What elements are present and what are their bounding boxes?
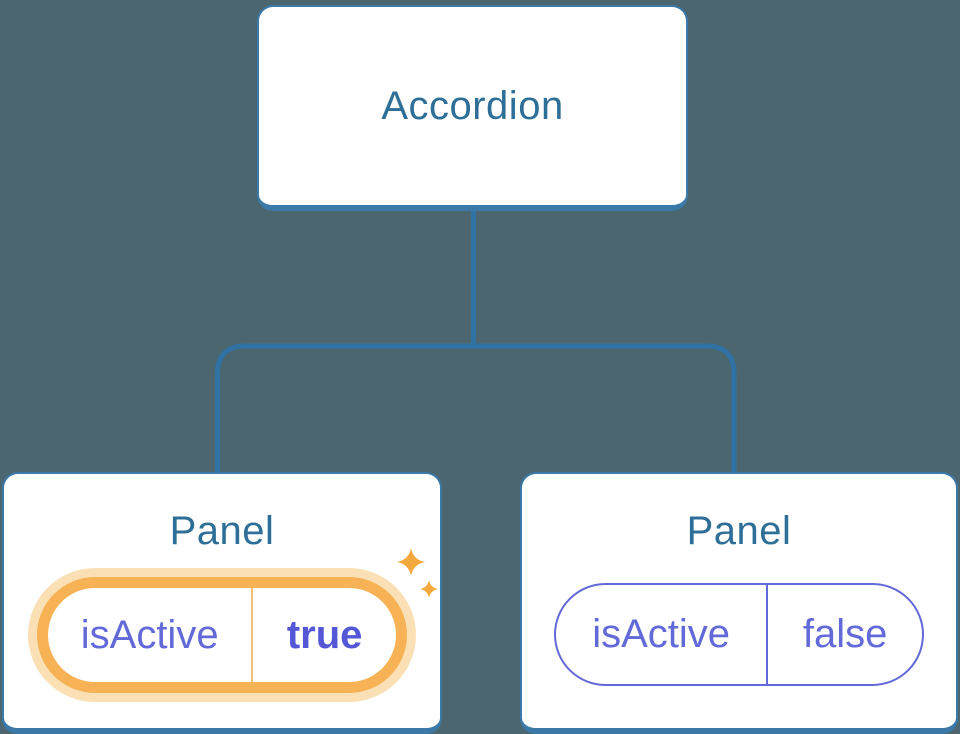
- state-key-label: isActive: [556, 585, 769, 684]
- sparkle-icon: [397, 548, 425, 576]
- sparkle-icon: [420, 580, 438, 598]
- state-pill-inactive: isActive false: [554, 583, 924, 686]
- panel-node-inactive: Panel isActive false: [520, 472, 958, 734]
- panel-node-label: Panel: [169, 509, 275, 553]
- state-value-label: false: [802, 612, 888, 656]
- state-key-label: isActive: [48, 588, 254, 682]
- accordion-node-label: Accordion: [381, 83, 564, 128]
- panel-node-active: Panel isActive true: [2, 472, 442, 734]
- accordion-node: Accordion: [257, 5, 688, 211]
- state-value-label: true: [286, 612, 363, 657]
- panel-node-label: Panel: [686, 509, 792, 553]
- state-pill-active: isActive true: [37, 577, 407, 693]
- connector-bracket: [215, 343, 737, 473]
